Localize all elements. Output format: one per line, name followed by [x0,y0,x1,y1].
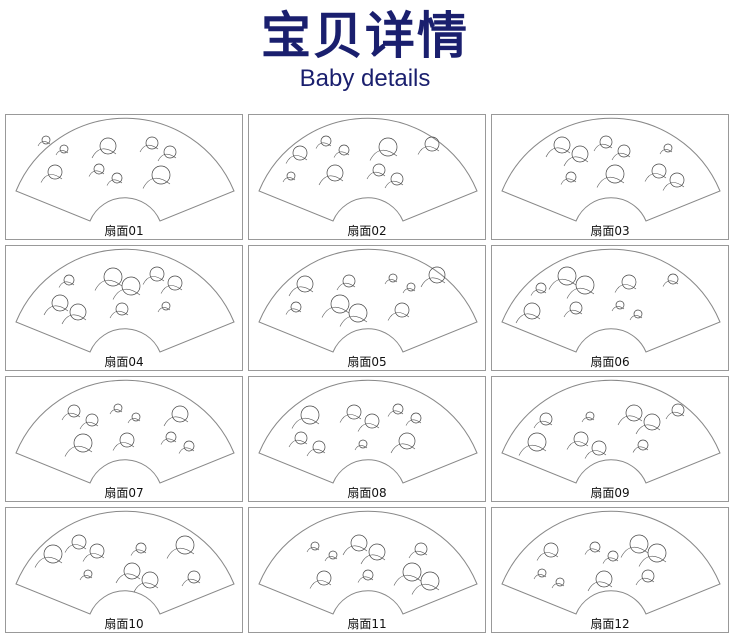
fan-item[interactable]: 扇面08 [248,376,486,502]
fan-item[interactable]: 扇面11 [248,507,486,633]
fan-illustration [15,248,235,353]
fan-item-label: 扇面04 [104,355,144,369]
fan-illustration [15,510,235,615]
fan-item[interactable]: 扇面10 [5,507,243,633]
fan-item-label: 扇面10 [104,617,144,631]
fan-illustration [258,117,478,222]
fan-illustration [501,248,721,353]
fan-illustration [15,379,235,484]
fan-illustration [15,117,235,222]
fan-illustration [258,379,478,484]
fan-illustration [501,510,721,615]
fan-item-label: 扇面01 [104,224,144,238]
fan-item-label: 扇面03 [590,224,630,238]
fan-item-label: 扇面09 [590,486,630,500]
fan-item[interactable]: 扇面07 [5,376,243,502]
fan-illustration [258,248,478,353]
fan-item-label: 扇面02 [347,224,387,238]
fan-item[interactable]: 扇面05 [248,245,486,371]
fan-illustration [258,510,478,615]
fan-item-label: 扇面08 [347,486,387,500]
fan-item[interactable]: 扇面04 [5,245,243,371]
fan-item[interactable]: 扇面06 [491,245,729,371]
fan-item[interactable]: 扇面01 [5,114,243,240]
fan-illustration [501,379,721,484]
fan-item[interactable]: 扇面09 [491,376,729,502]
fan-item[interactable]: 扇面03 [491,114,729,240]
fan-item[interactable]: 扇面12 [491,507,729,633]
page-subtitle: Baby details [299,65,431,92]
fan-item[interactable]: 扇面02 [248,114,486,240]
fan-illustration [501,117,721,222]
fan-item-label: 扇面05 [347,355,387,369]
page-title: 宝贝详情 [261,7,469,65]
fan-item-label: 扇面06 [590,355,630,369]
fan-item-label: 扇面12 [590,617,630,631]
fan-item-label: 扇面07 [104,486,144,500]
fan-item-label: 扇面11 [347,617,387,631]
fan-gallery-grid: 扇面01 扇面02 扇面03 扇面04 扇面05 扇面06 扇面07 扇面08 … [5,114,729,633]
